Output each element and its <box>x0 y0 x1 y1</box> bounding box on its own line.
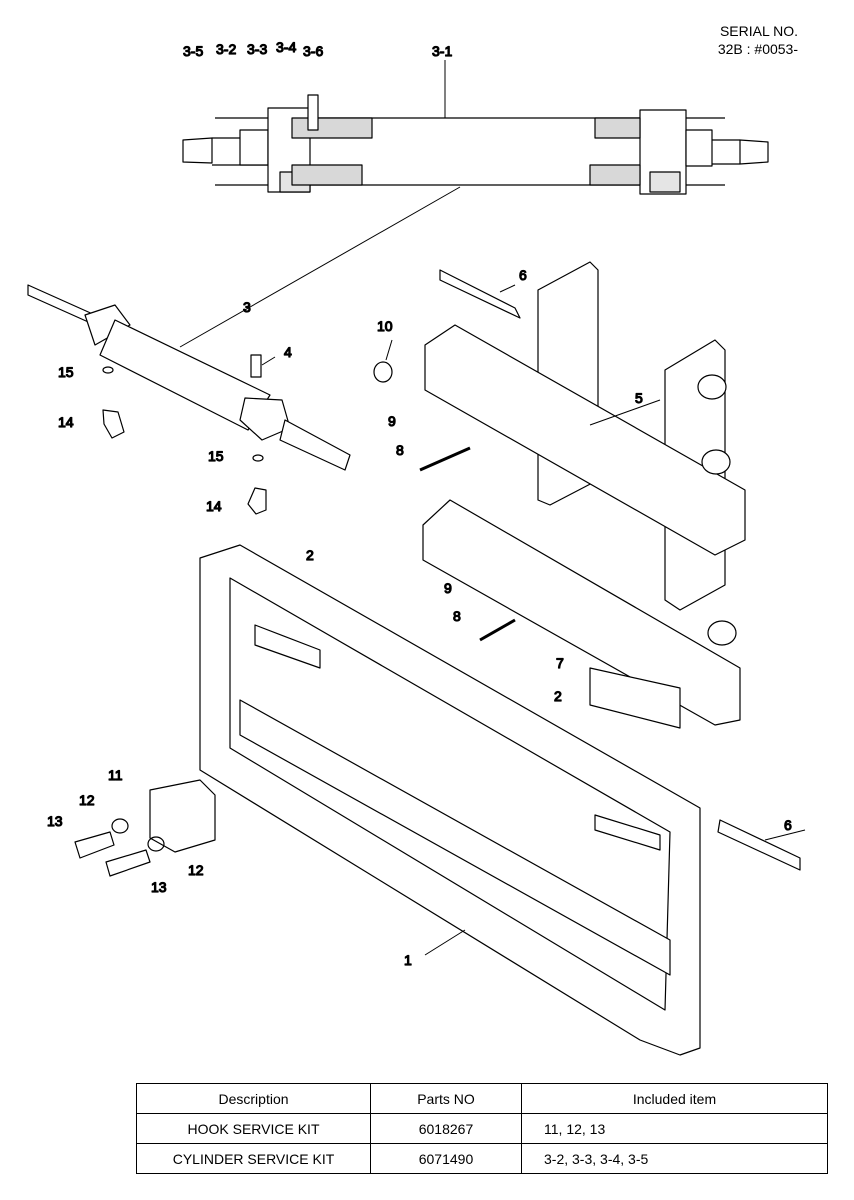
sliding-carriage <box>422 261 801 871</box>
callout-5: 5 <box>635 390 643 406</box>
callout-3-1: 3-1 <box>432 43 452 59</box>
col-included-item: Included item <box>521 1083 828 1114</box>
serial-number: SERIAL NO. 32B : #0053- <box>718 22 798 58</box>
table-row: HOOK SERVICE KIT 6018267 11, 12, 13 <box>136 1113 828 1144</box>
callout-3-6: 3-6 <box>303 43 323 59</box>
callout-10: 10 <box>377 318 393 334</box>
callout-2-lower: 2 <box>554 688 562 704</box>
col-parts-no: Parts NO <box>370 1083 522 1114</box>
callout-8-lower: 8 <box>453 608 461 624</box>
callout-3-5: 3-5 <box>183 43 203 59</box>
callout-3-3: 3-3 <box>247 41 267 57</box>
col-description: Description <box>136 1083 371 1114</box>
table-header-row: Description Parts NO Included item <box>136 1083 828 1114</box>
cell-description: CYLINDER SERVICE KIT <box>136 1143 371 1174</box>
cell-parts-no: 6071490 <box>370 1143 522 1174</box>
callout-11: 11 <box>108 767 123 783</box>
callout-2-upper: 2 <box>306 547 314 563</box>
callout-6-bottom: 6 <box>784 817 792 833</box>
main-frame <box>74 361 701 1056</box>
serial-label: SERIAL NO. <box>719 23 798 39</box>
callout-13-upper: 13 <box>47 813 63 829</box>
callout-13-lower: 13 <box>151 879 167 895</box>
callout-14-left: 14 <box>58 414 74 430</box>
cylinder-detail <box>182 94 769 195</box>
callout-14-right: 14 <box>206 498 222 514</box>
callout-8-upper: 8 <box>396 442 404 458</box>
cell-included-item: 11, 12, 13 <box>521 1113 828 1144</box>
hydraulic-cylinder <box>27 284 351 515</box>
service-kit-table: Description Parts NO Included item HOOK … <box>136 1083 828 1174</box>
callout-3: 3 <box>243 299 251 315</box>
serial-value: 32B : #0053- <box>717 41 798 57</box>
table-row: CYLINDER SERVICE KIT 6071490 3-2, 3-3, 3… <box>136 1143 828 1174</box>
cell-included-item: 3-2, 3-3, 3-4, 3-5 <box>521 1143 828 1174</box>
callout-1: 1 <box>404 952 412 968</box>
callout-9-upper: 9 <box>388 413 396 429</box>
callout-6-top: 6 <box>519 267 527 283</box>
cell-description: HOOK SERVICE KIT <box>136 1113 371 1144</box>
leader-lines <box>179 60 806 956</box>
callout-3-2: 3-2 <box>216 41 236 57</box>
callout-12-lower: 12 <box>188 862 204 878</box>
callout-12-upper: 12 <box>79 792 95 808</box>
cell-parts-no: 6018267 <box>370 1113 522 1144</box>
callout-3-4: 3-4 <box>276 39 296 55</box>
callout-9-lower: 9 <box>444 580 452 596</box>
callout-7: 7 <box>556 655 564 671</box>
callout-15-left: 15 <box>58 364 74 380</box>
callout-15-right: 15 <box>208 448 224 464</box>
callout-4: 4 <box>284 344 292 360</box>
